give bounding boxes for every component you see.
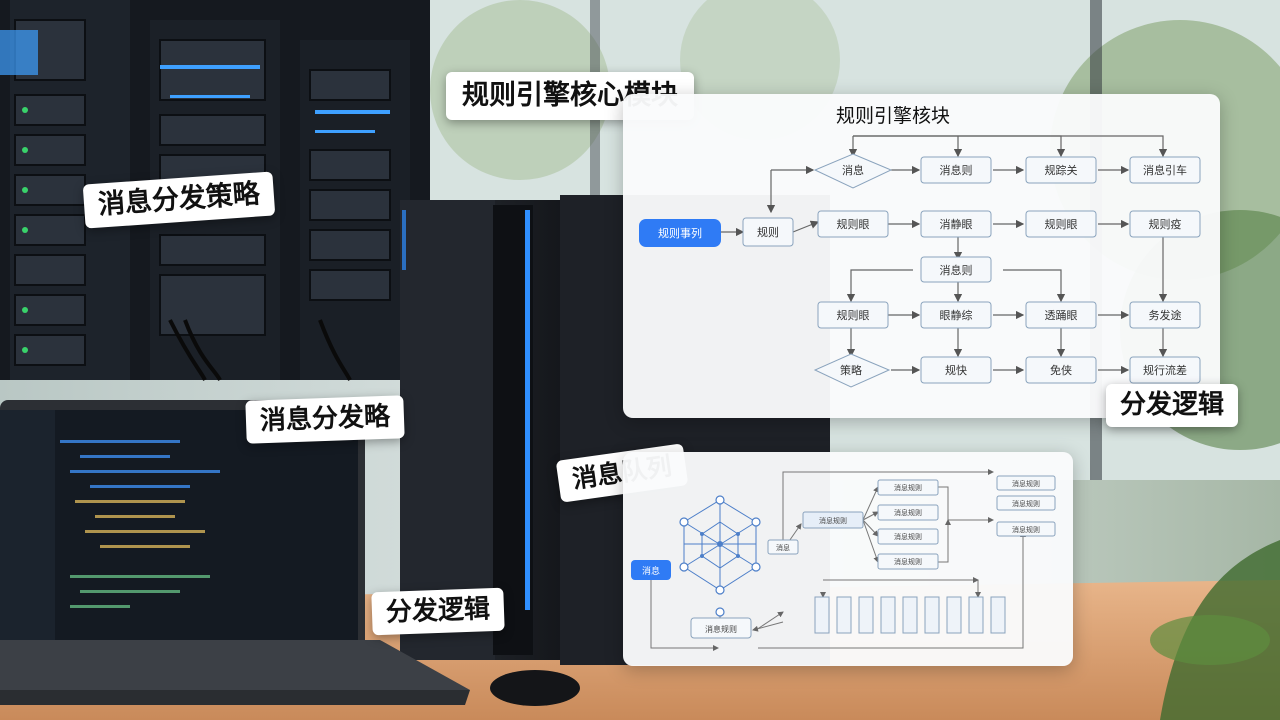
label-r2c2: 消静眼 <box>940 217 973 231</box>
label-r3c3: 透踊眼 <box>1045 309 1078 322</box>
label-r3c2: 眼静综 <box>940 308 973 322</box>
label-r4c2: 规快 <box>945 363 967 377</box>
right-node-3 <box>996 521 1056 537</box>
node-r1c3 <box>1025 156 1097 184</box>
right-label-1: 消息规则 <box>1012 479 1040 488</box>
stack-node-4 <box>877 553 939 570</box>
bottom-node-label: 消息规则 <box>705 624 737 634</box>
label-r3c4: 务发途 <box>1149 308 1182 322</box>
node-r2c4 <box>1129 210 1201 238</box>
label-d1: 消息 <box>842 163 864 177</box>
tag-dispatch-logic-right: 分发逻辑 <box>1106 384 1239 428</box>
queue-node-label: 消息 <box>642 565 660 577</box>
queue-connectors <box>650 469 1026 651</box>
rule-engine-diagram-card: 规则引擎核块 <box>623 94 1220 418</box>
stack-node-2 <box>877 504 939 521</box>
decision-top <box>813 153 893 189</box>
message-queue-diagram: 消息 消息 消息规则 <box>631 469 1056 651</box>
stack-label-3: 消息规则 <box>894 532 922 541</box>
node-r3c1 <box>817 301 889 329</box>
label-r1c4: 消息引车 <box>1143 163 1187 177</box>
hub-node <box>767 539 799 555</box>
label-r2c4: 规则疫 <box>1149 217 1182 231</box>
tag-dispatch-logic-left: 分发逻辑 <box>371 587 505 636</box>
start-node-label: 规则事列 <box>658 226 702 240</box>
label-r1c3: 规踪关 <box>1045 163 1078 177</box>
stack-label-4: 消息规则 <box>894 557 922 566</box>
right-node-1 <box>996 475 1056 491</box>
node-r1c4 <box>1129 156 1201 184</box>
mid-node-label: 消息规则 <box>819 516 847 525</box>
node-r4c3 <box>1025 356 1097 384</box>
label-d2: 策略 <box>840 363 862 377</box>
node-r4c2 <box>920 356 992 384</box>
start-node <box>639 219 721 247</box>
stack-node-1 <box>877 479 939 496</box>
stack-label-2: 消息规则 <box>894 508 922 517</box>
rule-engine-diagram: 规则引擎核块 <box>639 105 1201 388</box>
right-label-2: 消息规则 <box>1012 499 1040 508</box>
label-r3c1: 规则眼 <box>837 308 870 322</box>
diagram-connectors <box>721 135 1168 375</box>
diagram-title: 规则引擎核块 <box>836 105 950 127</box>
node-r2c1 <box>817 210 889 238</box>
message-queue-diagram-card: 消息 消息 消息规则 <box>623 452 1073 666</box>
node-r2c3 <box>1025 210 1097 238</box>
label-mid: 消息则 <box>940 263 973 277</box>
queue-node <box>631 560 671 580</box>
mid-node <box>802 511 864 529</box>
label-r2c1: 规则眼 <box>837 217 870 231</box>
bottom-node <box>690 617 752 639</box>
node-r4c4 <box>1129 356 1201 384</box>
node-r3c3 <box>1025 301 1097 329</box>
stack-label-1: 消息规则 <box>894 483 922 492</box>
label-r1c2: 消息则 <box>940 163 973 177</box>
tag-dispatch-brief: 消息分发略 <box>245 395 405 444</box>
node-r3c4 <box>1129 301 1201 329</box>
hub-node-label: 消息 <box>776 543 790 552</box>
label-guize: 规则 <box>757 225 779 239</box>
node-r2c2 <box>920 210 992 238</box>
label-r4c3: 免侠 <box>1050 363 1072 377</box>
node-guize <box>742 217 794 247</box>
node-mid <box>920 256 992 283</box>
stack-node-3 <box>877 528 939 545</box>
right-label-3: 消息规则 <box>1012 525 1040 534</box>
decision-bottom <box>813 353 891 388</box>
label-r4c4: 规行流差 <box>1143 363 1187 377</box>
vertical-bar-nodes <box>814 596 1006 634</box>
node-r1c2 <box>920 156 992 184</box>
right-node-2 <box>996 495 1056 511</box>
label-r2c3: 规则眼 <box>1045 217 1078 231</box>
node-r3c2 <box>920 301 992 329</box>
